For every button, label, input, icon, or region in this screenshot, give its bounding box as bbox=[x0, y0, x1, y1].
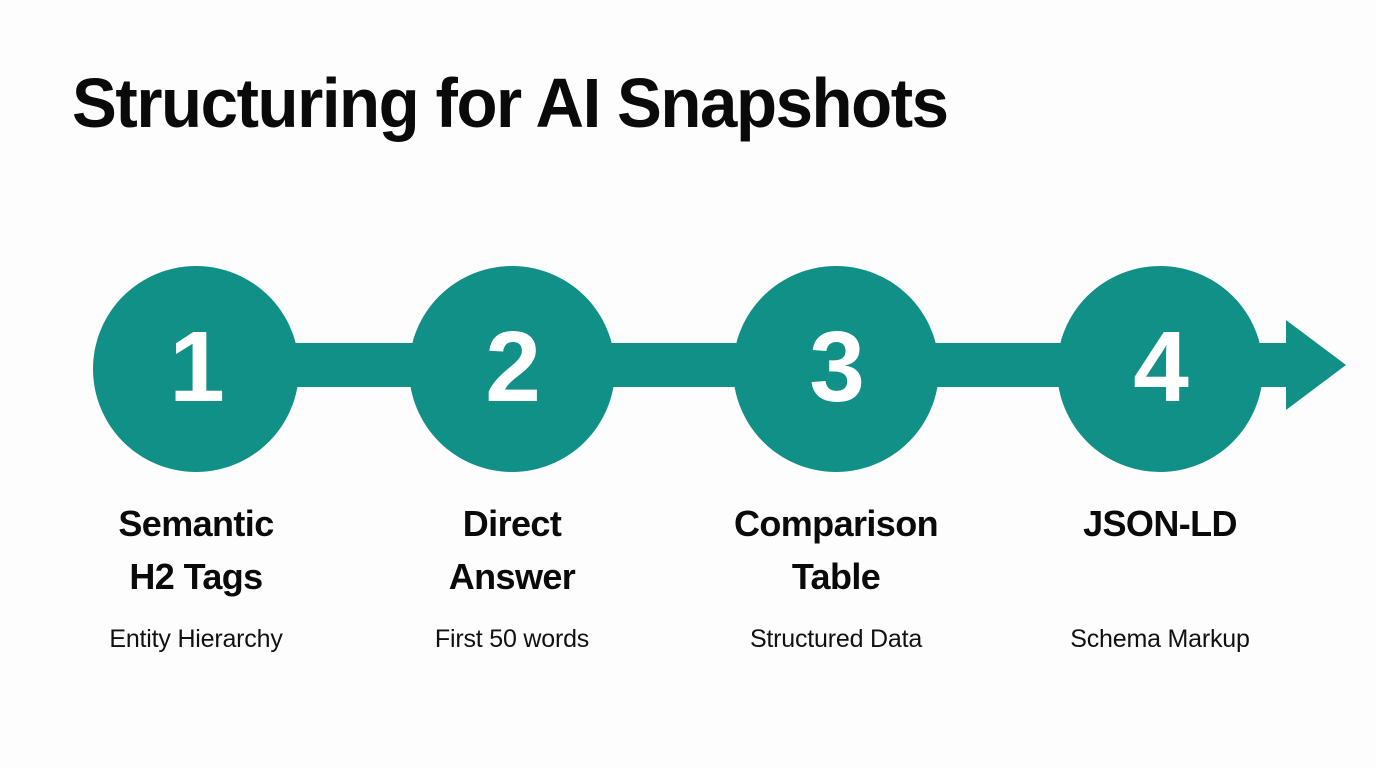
step-number-1: 1 bbox=[169, 311, 225, 423]
step-number-2: 2 bbox=[485, 311, 541, 423]
step-node-4: 4 bbox=[1057, 266, 1263, 472]
step-node-2: 2 bbox=[409, 266, 615, 472]
step-title-4: JSON-LD bbox=[1083, 503, 1237, 544]
step-subtitle-3: Structured Data bbox=[749, 625, 923, 653]
step-node-1: 1 bbox=[93, 266, 299, 472]
page-title: Structuring for AI Snapshots bbox=[72, 64, 949, 142]
step-label-group-4: JSON-LD bbox=[1010, 498, 1310, 551]
step-number-3: 3 bbox=[809, 311, 865, 423]
step-title-2: Direct Answer bbox=[448, 503, 576, 597]
step-subtitle-4: Schema Markup bbox=[1070, 625, 1250, 653]
step-subtitle-1: Entity Hierarchy bbox=[109, 625, 283, 653]
step-title-1: Semantic H2 Tags bbox=[118, 503, 274, 597]
step-label-group-2: Direct Answer bbox=[362, 498, 662, 603]
step-number-4: 4 bbox=[1133, 311, 1189, 423]
step-node-3: 3 bbox=[733, 266, 939, 472]
arrow-right-icon bbox=[1286, 320, 1346, 410]
step-label-group-1: Semantic H2 Tags bbox=[46, 498, 346, 603]
step-label-group-3: Comparison Table bbox=[686, 498, 986, 603]
step-subtitle-2: First 50 words bbox=[434, 625, 590, 653]
step-title-3: Comparison Table bbox=[733, 503, 939, 597]
